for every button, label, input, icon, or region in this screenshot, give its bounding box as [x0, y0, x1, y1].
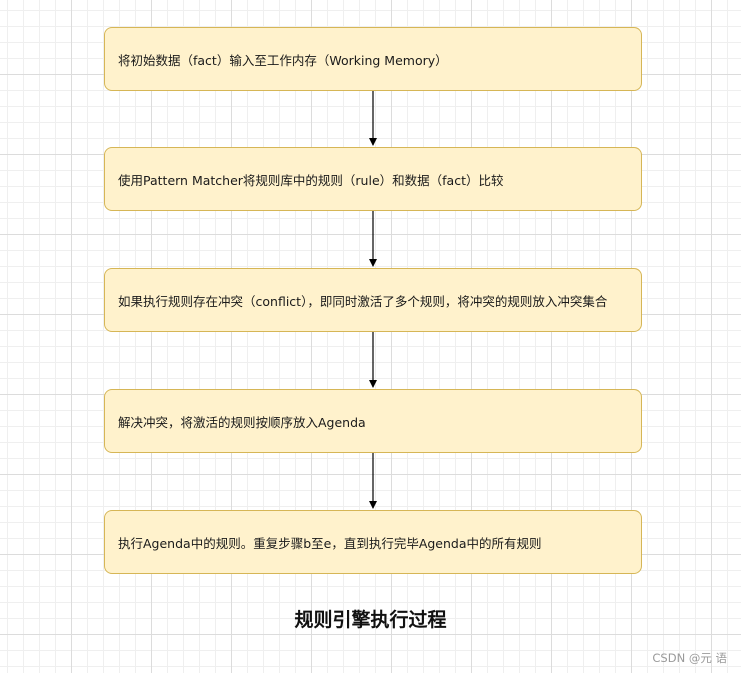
step-input-facts: 将初始数据（fact）输入至工作内存（Working Memory） [104, 27, 642, 91]
step-label: 使用Pattern Matcher将规则库中的规则（rule）和数据（fact）… [118, 172, 504, 188]
diagram-title: 规则引擎执行过程 [294, 609, 447, 631]
step-label: 执行Agenda中的规则。重复步骤b至e，直到执行完毕Agenda中的所有规则 [118, 535, 542, 551]
step-label: 如果执行规则存在冲突（conflict），即同时激活了多个规则，将冲突的规则放入… [118, 293, 608, 309]
step-pattern-matching: 使用Pattern Matcher将规则库中的规则（rule）和数据（fact）… [104, 147, 642, 211]
watermark: CSDN @元 语 [652, 651, 727, 665]
step-label: 解决冲突，将激活的规则按顺序放入Agenda [118, 414, 366, 430]
step-conflict-set: 如果执行规则存在冲突（conflict），即同时激活了多个规则，将冲突的规则放入… [104, 268, 642, 332]
step-resolve-conflict: 解决冲突，将激活的规则按顺序放入Agenda [104, 389, 642, 453]
step-execute-agenda: 执行Agenda中的规则。重复步骤b至e，直到执行完毕Agenda中的所有规则 [104, 510, 642, 574]
step-label: 将初始数据（fact）输入至工作内存（Working Memory） [118, 52, 448, 68]
